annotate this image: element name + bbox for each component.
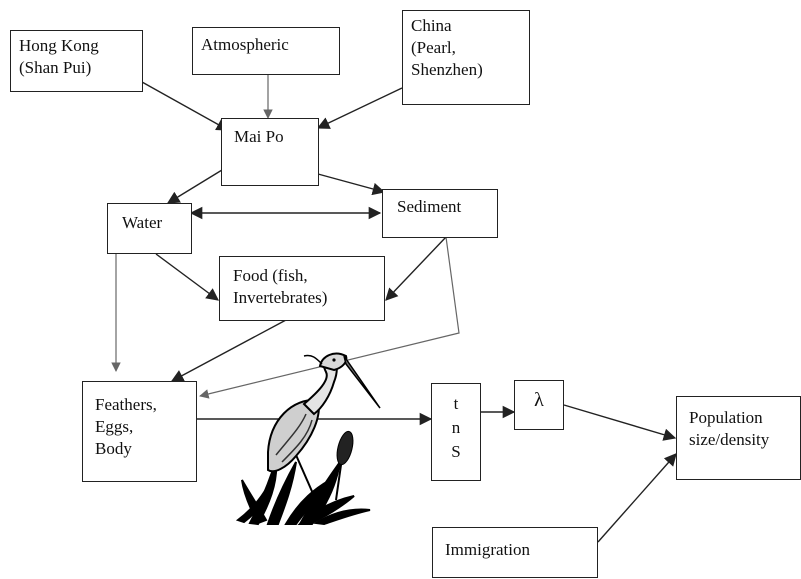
node-atmospheric-line-1: Atmospheric [201,35,289,54]
node-lambda-line-1: λ [534,389,544,411]
arrow-water-food [155,253,220,301]
node-population-line-1: Population [689,408,763,427]
node-tns-line-3: S [451,442,461,461]
node-tns: t n S [431,383,481,481]
arrow-sediment-feathers [199,236,460,399]
node-mai-po-line-1: Mai Po [234,127,284,146]
node-china-line-2: (Pearl, [411,38,456,57]
arrow-lambda-population [563,404,677,441]
node-population: Population size/density [676,396,801,480]
arrow-maipo-sediment [317,173,386,196]
arrow-immigration-population [597,453,677,543]
node-china-line-3: Shenzhen) [411,60,483,79]
node-feathers-eggs-body: Feathers, Eggs, Body [82,381,197,482]
node-china: China (Pearl, Shenzhen) [402,10,530,105]
node-hong-kong-line-2: (Shan Pui) [19,58,92,77]
node-feathers-line-2: Eggs, [95,417,134,436]
node-atmospheric: Atmospheric [192,27,340,75]
node-feathers-line-1: Feathers, [95,395,157,414]
node-china-line-1: China [411,16,452,35]
node-feathers-line-3: Body [95,439,132,458]
arrow-china-maipo [316,87,403,129]
node-water: Water [107,203,192,254]
arrow-food-feathers [170,319,287,382]
node-tns-line-1: t [453,394,459,413]
node-lambda: λ [514,380,564,430]
node-hong-kong-line-1: Hong Kong [19,36,99,55]
node-sediment: Sediment [382,189,498,238]
node-food-line-1: Food (fish, [233,266,308,285]
arrow-maipo-water [166,169,223,204]
node-food-line-2: Invertebrates) [233,288,328,307]
arrow-sediment-food [385,236,447,301]
node-population-line-2: size/density [689,430,770,449]
node-immigration: Immigration [432,527,598,578]
arrow-hongkong-maipo [141,81,230,131]
node-food: Food (fish, Invertebrates) [219,256,385,321]
node-mai-po: Mai Po [221,118,319,186]
node-sediment-line-1: Sediment [397,197,462,216]
node-hong-kong: Hong Kong (Shan Pui) [10,30,143,92]
node-tns-line-2: n [451,418,461,437]
node-water-line-1: Water [122,213,163,232]
node-immigration-line-1: Immigration [445,540,530,559]
heron-icon [235,352,381,526]
